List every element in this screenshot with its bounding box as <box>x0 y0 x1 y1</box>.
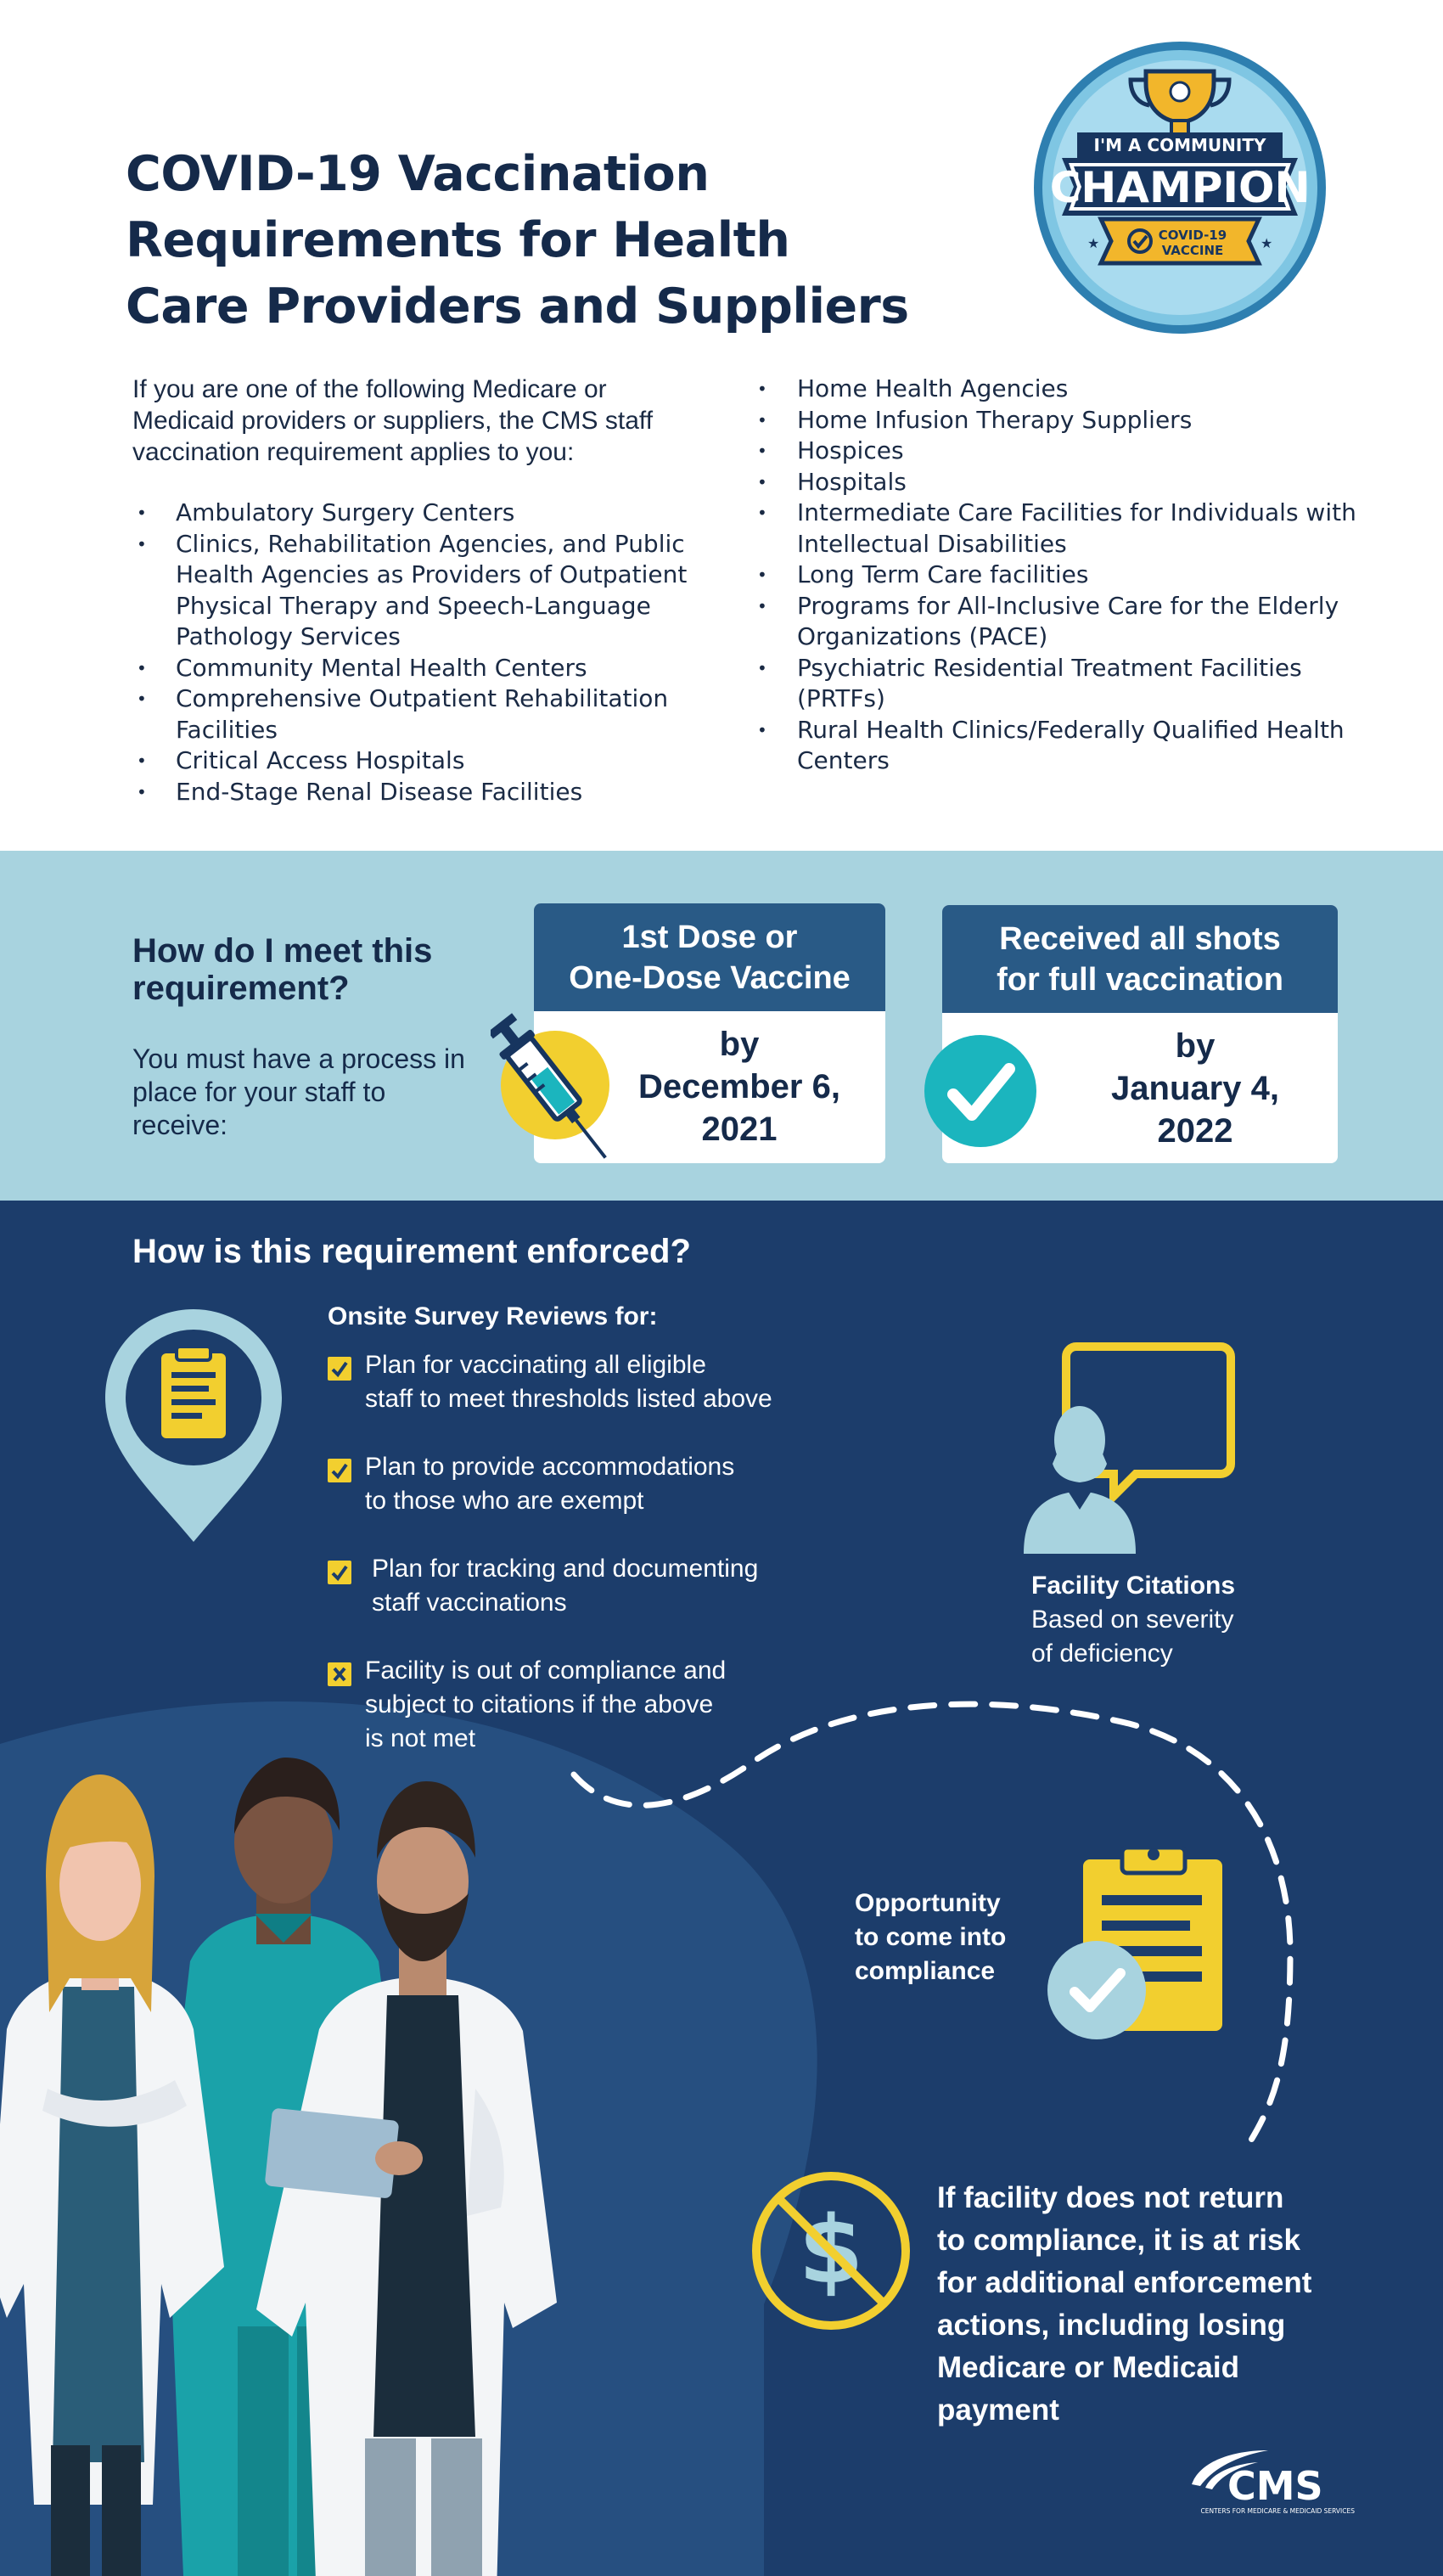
risk-line: to compliance, it is at risk <box>937 2224 1300 2257</box>
syringe-icon <box>491 1013 609 1159</box>
list-item: Critical Access Hospitals <box>133 745 727 777</box>
star-icon: ★ <box>1087 237 1099 251</box>
full-vaccination-header: Received all shots for full vaccination <box>942 905 1338 1013</box>
heading-line: How do I meet this <box>132 932 433 970</box>
healthcare-workers-illustration <box>0 1758 557 2576</box>
first-dose-header: 1st Dose or One-Dose Vaccine <box>534 903 885 1011</box>
intro-text: If you are one of the following Medicare… <box>132 375 654 466</box>
badge-top-text: I'M A COMMUNITY <box>1094 135 1266 155</box>
no-dollar-icon: $ <box>752 2172 910 2330</box>
citations-title: Facility Citations <box>1031 1572 1236 1600</box>
heading-line: requirement? <box>132 970 350 1007</box>
list-item: Home Infusion Therapy Suppliers <box>754 405 1365 436</box>
title-line: COVID-19 Vaccination <box>126 146 710 202</box>
survey-item-line: to those who are exempt <box>365 1487 644 1515</box>
citations-line: of deficiency <box>1031 1640 1173 1668</box>
card-heading-line: Received all shots <box>999 921 1281 957</box>
badge-main-text: CHAMPION <box>1050 163 1311 212</box>
first-dose-card: 1st Dose or One-Dose Vaccine by December… <box>534 903 885 1163</box>
provider-list-left: Ambulatory Surgery Centers Clinics, Reha… <box>133 498 727 807</box>
survey-item-line: subject to citations if the above <box>365 1690 714 1718</box>
survey-item: Plan for tracking and documenting staff … <box>372 1552 864 1620</box>
star-icon: ★ <box>1261 237 1272 251</box>
by-label: by <box>719 1026 760 1063</box>
location-pin-icon <box>105 1309 282 1542</box>
deadline-line: 2022 <box>1157 1112 1233 1150</box>
enforcement-risk-text: If facility does not return to complianc… <box>937 2177 1395 2432</box>
survey-item-line: Plan for vaccinating all eligible <box>365 1351 706 1379</box>
list-item: Long Term Care facilities <box>754 560 1365 591</box>
card-heading-line: 1st Dose or <box>621 920 798 955</box>
risk-line: actions, including losing <box>937 2309 1286 2342</box>
survey-item: Plan for vaccinating all eligible staff … <box>365 1348 857 1416</box>
checkbox-checked-icon <box>328 1357 351 1381</box>
risk-line: for additional enforcement <box>937 2266 1312 2299</box>
survey-item-line: staff vaccinations <box>372 1589 567 1617</box>
checkbox-x-icon <box>328 1662 351 1686</box>
list-item: Intermediate Care Facilities for Individ… <box>754 498 1365 560</box>
first-dose-deadline: by December 6, 2021 <box>534 1011 885 1150</box>
list-item: Rural Health Clinics/Federally Qualified… <box>754 715 1365 777</box>
checkbox-checked-icon <box>328 1459 351 1482</box>
clipboard-check-icon <box>1047 1845 1222 2039</box>
enforcement-heading: How is this requirement enforced? <box>132 1233 691 1270</box>
risk-line: Medicare or Medicaid <box>937 2351 1239 2384</box>
requirement-heading: How do I meet this requirement? <box>132 932 497 1007</box>
badge-ribbon-line: VACCINE <box>1162 243 1224 258</box>
card-heading-line: One-Dose Vaccine <box>569 960 851 996</box>
risk-line: If facility does not return <box>937 2181 1284 2214</box>
list-item: Hospitals <box>754 467 1365 498</box>
survey-item-line: Facility is out of compliance and <box>365 1656 727 1685</box>
logo-name: CMS <box>1227 2463 1323 2509</box>
female-doctor-figure <box>0 1775 224 2576</box>
list-item: Clinics, Rehabilitation Agencies, and Pu… <box>133 529 727 653</box>
cms-logo: CMS CENTERS FOR MEDICARE & MEDICAID SERV… <box>1192 2450 1355 2515</box>
title-line: Requirements for Health <box>126 212 790 268</box>
survey-heading: Onsite Survey Reviews for: <box>328 1302 658 1330</box>
survey-item-line: Plan for tracking and documenting <box>372 1555 759 1583</box>
trophy-icon <box>1128 69 1232 136</box>
check-circle-icon <box>924 1035 1036 1147</box>
community-champion-badge: I'M A COMMUNITY CHAMPION COVID-19 VACCIN… <box>1034 42 1326 334</box>
list-item: Psychiatric Residential Treatment Facili… <box>754 653 1365 715</box>
citations-line: Based on severity <box>1031 1606 1234 1634</box>
list-item: Hospices <box>754 436 1365 467</box>
list-item: Ambulatory Surgery Centers <box>133 498 727 529</box>
badge-ribbon-line: COVID-19 <box>1159 228 1227 243</box>
opportunity-line: compliance <box>855 1957 996 1985</box>
male-doctor-figure <box>256 1781 557 2576</box>
survey-item-line: Plan to provide accommodations <box>365 1453 735 1481</box>
list-item: Home Health Agencies <box>754 374 1365 405</box>
list-item: Comprehensive Outpatient Rehabilitation … <box>133 683 727 745</box>
person-icon <box>1024 1406 1136 1554</box>
provider-list-right: Home Health Agencies Home Infusion Thera… <box>754 374 1365 777</box>
survey-item-line: is not met <box>365 1724 476 1752</box>
speech-citation-icon <box>1024 1342 1235 1554</box>
list-item: End-Stage Renal Disease Facilities <box>133 777 727 808</box>
survey-item-line: staff to meet thresholds listed above <box>365 1385 772 1413</box>
card-heading-line: for full vaccination <box>997 962 1283 998</box>
opportunity-line: Opportunity <box>855 1889 1001 1917</box>
survey-item: Plan to provide accommodations to those … <box>365 1450 857 1518</box>
deadline-line: January 4, <box>1111 1070 1279 1107</box>
title-line: Care Providers and Suppliers <box>126 278 909 335</box>
opportunity-line: to come into <box>855 1923 1007 1951</box>
list-item: Programs for All-Inclusive Care for the … <box>754 591 1365 653</box>
facility-citations: Facility Citations Based on severity of … <box>1031 1569 1320 1671</box>
survey-item: Facility is out of compliance and subjec… <box>365 1654 857 1756</box>
page-title: COVID-19 Vaccination Requirements for He… <box>126 141 974 340</box>
list-item: Community Mental Health Centers <box>133 653 727 684</box>
deadline-line: December 6, <box>638 1068 840 1105</box>
deadline-line: 2021 <box>701 1111 778 1148</box>
opportunity-text: Opportunity to come into compliance <box>855 1887 1058 1988</box>
by-label: by <box>1175 1027 1216 1065</box>
logo-subtitle: CENTERS FOR MEDICARE & MEDICAID SERVICES <box>1200 2507 1355 2515</box>
risk-line: payment <box>937 2393 1059 2427</box>
full-vaccination-deadline: by January 4, 2022 <box>942 1013 1338 1152</box>
requirement-text: You must have a process in place for you… <box>132 1043 465 1140</box>
checkbox-checked-icon <box>328 1561 351 1584</box>
